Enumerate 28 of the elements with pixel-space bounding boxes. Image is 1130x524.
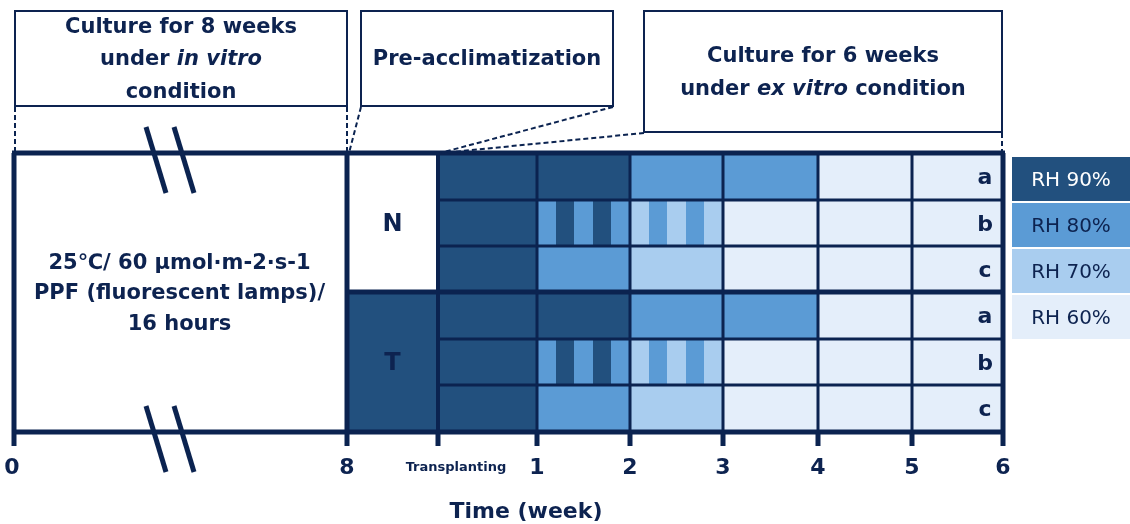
axis-title: Time (week) (449, 497, 603, 523)
legend-text: RH 90% (1031, 167, 1111, 191)
legend-text: RH 70% (1031, 259, 1111, 283)
row-letter: a (977, 302, 993, 328)
row-letter: c (978, 395, 992, 421)
row-letter: b (977, 349, 993, 375)
node-text: N (382, 208, 403, 237)
node-text: 25℃/ 60 μmol·m-2·s-1 PPF (fluorescent lamps)/ 16 hours (32, 248, 327, 337)
tick-label: 2 (622, 453, 638, 479)
tick-label: 4 (810, 453, 826, 479)
row-letter: a (977, 163, 993, 189)
row-letter: b (977, 210, 993, 236)
tick-label: 1 (529, 453, 545, 479)
tick-label: 0 (4, 453, 20, 479)
header-box (360, 10, 614, 107)
legend-text: RH 80% (1031, 213, 1111, 237)
tick-label: 6 (995, 453, 1011, 479)
header-box (14, 10, 348, 107)
node-text: Culture for 8 weeks under in vitro condition (64, 12, 298, 105)
header-box (643, 10, 1003, 133)
node-text: Culture for 6 weeks under ex vitro condition (679, 41, 967, 102)
tick-label: 5 (904, 453, 920, 479)
row-letter: c (978, 256, 992, 282)
tick-label: 8 (339, 453, 355, 479)
tick-label: 3 (715, 453, 731, 479)
axis-note: Transplanting (405, 458, 507, 474)
legend-text: RH 60% (1031, 305, 1111, 329)
node-text: Pre-acclimatization (372, 45, 602, 73)
